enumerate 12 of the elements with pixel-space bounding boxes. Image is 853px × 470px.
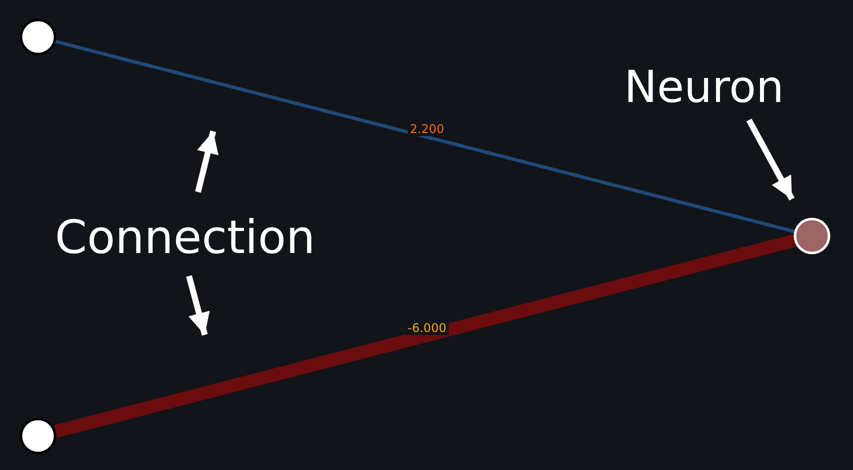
weight-label: -6.000 [406, 321, 448, 335]
callout-text: Neuron [624, 66, 784, 110]
connection-line [55, 40, 795, 234]
neuron-circle [794, 218, 830, 254]
leader-arrow [186, 275, 210, 336]
connection-line [54, 234, 796, 438]
weight-label: 2.200 [408, 122, 446, 136]
input-circle [20, 18, 56, 56]
callout-text: Connection [54, 214, 316, 260]
input-circle [20, 418, 56, 454]
leader-arrow [746, 118, 795, 201]
leader-arrow [195, 130, 219, 193]
